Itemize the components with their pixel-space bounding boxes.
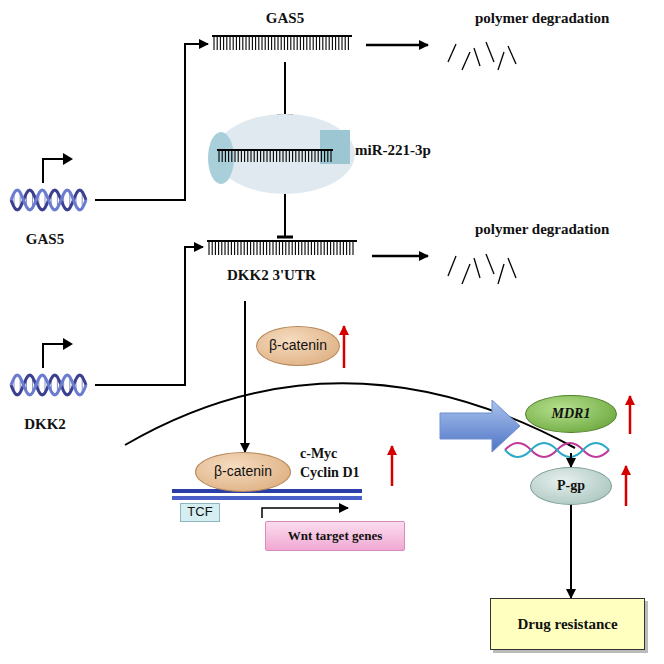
node-label: P-gp xyxy=(557,478,585,493)
increase-arrow xyxy=(391,446,394,486)
gene-name: c-Myc xyxy=(300,446,337,461)
dna-helix xyxy=(505,443,609,457)
node-label: β-catenin xyxy=(269,338,327,353)
node-label: MDR1 xyxy=(552,406,591,421)
rna-name: DKK2 3'UTR xyxy=(227,267,316,284)
process-label: polymer degradation xyxy=(475,10,609,27)
gene-name: DKK2 xyxy=(5,416,85,433)
node-label: TCF xyxy=(187,505,212,519)
mirna-name: miR-221-3p xyxy=(355,142,431,159)
fragments xyxy=(448,254,516,284)
degradation-arrow xyxy=(366,44,428,47)
fragments xyxy=(448,42,516,70)
node-label: Drug resistance xyxy=(517,616,617,633)
inhibition-line xyxy=(284,194,286,237)
block-arrow xyxy=(440,400,520,452)
rna-strand: DKK2 3'UTR xyxy=(205,237,365,299)
gene: DKK2 xyxy=(5,330,95,435)
arrow xyxy=(570,453,572,467)
protein-ellipse: β-catenin xyxy=(256,326,340,366)
arrow xyxy=(95,44,208,200)
rna-name: GAS5 xyxy=(210,10,360,27)
arrow xyxy=(95,247,203,385)
dna-helix xyxy=(5,145,95,230)
dna-helix xyxy=(5,330,95,415)
gene-name: Cyclin D1 xyxy=(300,465,360,480)
protein-ellipse: P-gp xyxy=(530,467,612,505)
increase-arrow xyxy=(629,396,632,434)
inhibition-line xyxy=(284,62,286,116)
increase-arrow xyxy=(343,326,346,368)
risc-complex: miR-221-3p xyxy=(205,112,440,197)
process-label: polymer degradation xyxy=(475,221,609,238)
arrow xyxy=(244,301,246,452)
protein-ellipse: β-catenin xyxy=(195,452,291,492)
gene: GAS5 xyxy=(5,145,95,250)
protein-ellipse: MDR1 xyxy=(525,395,617,433)
transcription-arrow xyxy=(262,508,348,518)
degradation-arrow xyxy=(372,255,428,258)
arrow xyxy=(570,505,572,598)
rna-strand: GAS5 xyxy=(210,4,360,62)
gene-name: GAS5 xyxy=(5,231,85,248)
increase-arrow xyxy=(625,466,628,506)
process-box: TCF xyxy=(180,503,220,522)
process-box: Drug resistance xyxy=(490,598,645,650)
node-label: Wnt target genes xyxy=(288,529,383,543)
dna-bar xyxy=(172,489,362,493)
dna-bar xyxy=(172,496,362,500)
node-label: β-catenin xyxy=(214,464,272,479)
process-box: Wnt target genes xyxy=(265,521,405,551)
